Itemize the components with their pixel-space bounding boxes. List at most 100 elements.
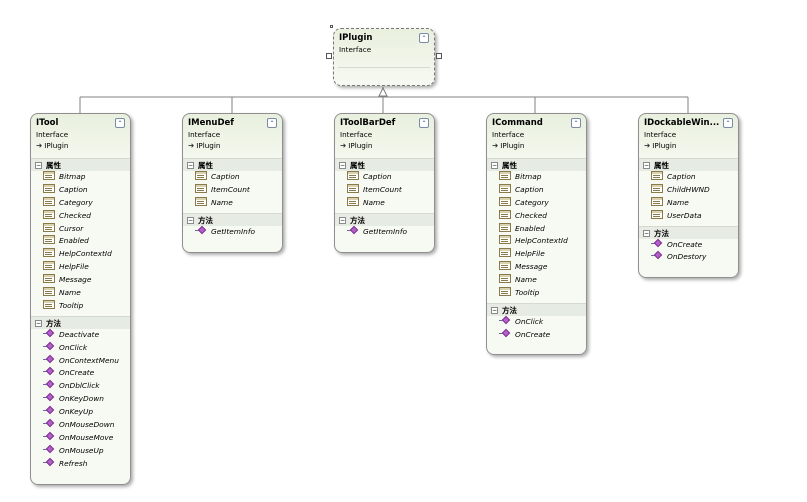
method-item[interactable]: OnMouseMove [31, 432, 130, 445]
properties-compartment-header[interactable]: −属性 [335, 158, 434, 171]
method-name: OnDestory [667, 252, 707, 262]
collapse-toggle-icon[interactable]: − [491, 306, 498, 314]
method-item[interactable]: OnClick [31, 342, 130, 355]
property-item[interactable]: Caption [183, 171, 282, 184]
collapse-toggle-icon[interactable]: − [643, 229, 650, 237]
shape-header: ICommand Interface ➜IPlugin ⌃ [487, 114, 586, 154]
property-item[interactable]: Caption [335, 171, 434, 184]
method-item[interactable]: Refresh [31, 458, 130, 471]
property-item[interactable]: ItemCount [335, 183, 434, 197]
collapse-toggle-icon[interactable]: − [187, 162, 194, 169]
property-item[interactable]: Category [487, 196, 586, 210]
property-item[interactable]: Enabled [487, 222, 586, 236]
methods-compartment-header[interactable]: −方法 [335, 212, 434, 226]
selection-handle-right[interactable] [436, 53, 442, 59]
property-item[interactable]: HelpContextId [487, 235, 586, 248]
property-item[interactable]: HelpContextId [31, 248, 130, 261]
property-item[interactable]: Tooltip [487, 287, 586, 300]
property-item[interactable]: Tooltip [31, 299, 130, 313]
collapse-toggle-icon[interactable]: − [35, 162, 42, 169]
collapse-toggle-icon[interactable]: − [491, 162, 498, 169]
base-interface-name: IPlugin [500, 141, 525, 150]
property-item[interactable]: Name [31, 287, 130, 300]
method-item[interactable]: OnKeyUp [31, 406, 130, 419]
method-icon [43, 458, 55, 467]
methods-compartment-header[interactable]: −方法 [487, 302, 586, 316]
property-item[interactable]: Name [335, 196, 434, 210]
properties-compartment-header[interactable]: −属性 [183, 158, 282, 171]
double-chevron-up-icon[interactable]: ⌃ [115, 118, 125, 128]
idockablewin-interface-shape[interactable]: IDockableWin... Interface ➜IPlugin ⌃ −属性… [638, 113, 739, 278]
property-item[interactable]: UserData [639, 209, 738, 223]
shape-header: IMenuDef Interface ➜IPlugin ⌃ [183, 114, 282, 154]
property-item[interactable]: Checked [487, 209, 586, 223]
property-item[interactable]: Name [639, 196, 738, 210]
double-chevron-up-icon[interactable]: ⌃ [267, 118, 277, 128]
method-item[interactable]: OnMouseDown [31, 419, 130, 432]
shape-header: ITool Interface ➜IPlugin ⌃ [31, 114, 130, 154]
method-item[interactable]: OnContextMenu [31, 355, 130, 368]
property-item[interactable]: Name [487, 274, 586, 287]
collapse-toggle-icon[interactable]: − [339, 216, 346, 224]
property-name: Tooltip [59, 300, 84, 310]
method-item[interactable]: GetItemInfo [183, 226, 282, 239]
double-chevron-up-icon[interactable]: ⌃ [419, 33, 429, 43]
shape-stereotype: Interface [492, 130, 525, 139]
method-item[interactable]: OnCreate [639, 239, 738, 252]
property-item[interactable]: HelpFile [31, 261, 130, 274]
method-item[interactable]: OnKeyDown [31, 393, 130, 406]
property-item[interactable]: ItemCount [183, 183, 282, 197]
property-name: Caption [59, 184, 88, 194]
imenudef-interface-shape[interactable]: IMenuDef Interface ➜IPlugin ⌃ −属性 Captio… [182, 113, 283, 253]
property-item[interactable]: Caption [31, 183, 130, 197]
method-item[interactable]: OnCreate [487, 329, 586, 342]
selection-handle-left[interactable] [326, 53, 332, 59]
icommand-interface-shape[interactable]: ICommand Interface ➜IPlugin ⌃ −属性 Bitmap… [486, 113, 587, 355]
properties-compartment-header[interactable]: −属性 [31, 158, 130, 171]
method-item[interactable]: OnCreate [31, 367, 130, 380]
property-icon [347, 196, 359, 206]
property-item[interactable]: Caption [487, 183, 586, 197]
collapse-toggle-icon[interactable]: − [35, 319, 42, 327]
property-item[interactable]: HelpFile [487, 248, 586, 261]
method-item[interactable]: Deactivate [31, 329, 130, 342]
double-chevron-up-icon[interactable]: ⌃ [723, 118, 733, 128]
property-name: Bitmap [59, 172, 86, 181]
compartment-label: 方法 [654, 228, 669, 238]
property-item[interactable]: Message [31, 274, 130, 287]
property-item[interactable]: Bitmap [31, 171, 130, 184]
method-item[interactable]: OnDblClick [31, 380, 130, 393]
property-item[interactable]: Category [31, 196, 130, 210]
itoolbardef-interface-shape[interactable]: IToolBarDef Interface ➜IPlugin ⌃ −属性 Cap… [334, 113, 435, 253]
property-item[interactable]: Checked [31, 209, 130, 223]
properties-compartment-header[interactable]: −属性 [639, 158, 738, 171]
property-item[interactable]: Enabled [31, 235, 130, 248]
property-item[interactable]: Cursor [31, 222, 130, 236]
methods-compartment-header[interactable]: −方法 [183, 212, 282, 226]
methods-compartment-header[interactable]: −方法 [639, 225, 738, 239]
property-item[interactable]: ChildHWND [639, 183, 738, 197]
selection-handle-top-left[interactable] [330, 25, 333, 28]
properties-compartment-header[interactable]: −属性 [487, 158, 586, 171]
property-icon [43, 287, 55, 297]
collapse-toggle-icon[interactable]: − [643, 162, 650, 169]
method-icon [43, 393, 55, 402]
property-item[interactable]: Message [487, 261, 586, 274]
methods-compartment-header[interactable]: −方法 [31, 315, 130, 329]
collapse-toggle-icon[interactable]: − [339, 162, 346, 169]
method-item[interactable]: OnClick [487, 316, 586, 329]
property-item[interactable]: Name [183, 196, 282, 210]
iplugin-interface-shape[interactable]: IPlugin Interface ⌃ [333, 28, 435, 86]
method-item[interactable]: GetItemInfo [335, 226, 434, 239]
double-chevron-up-icon[interactable]: ⌃ [571, 118, 581, 128]
double-chevron-up-icon[interactable]: ⌃ [419, 118, 429, 128]
property-item[interactable]: Bitmap [487, 171, 586, 184]
collapse-toggle-icon[interactable]: − [187, 216, 194, 224]
property-item[interactable]: Caption [639, 171, 738, 184]
shape-header: IPlugin Interface ⌃ [334, 29, 434, 69]
method-item[interactable]: OnMouseUp [31, 445, 130, 458]
method-item[interactable]: OnDestory [639, 251, 738, 264]
shape-stereotype: Interface [644, 130, 677, 139]
